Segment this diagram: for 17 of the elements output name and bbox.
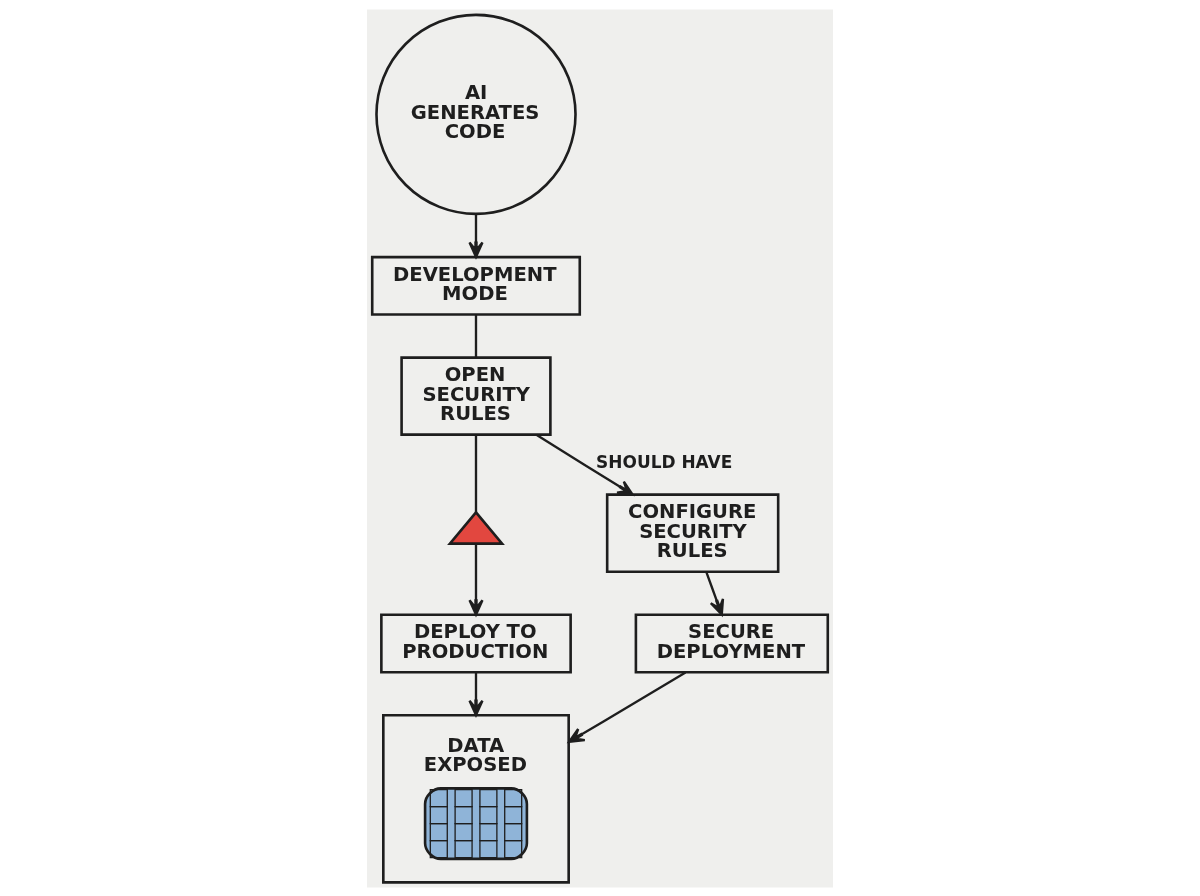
connector <box>474 434 478 512</box>
arrow <box>468 213 484 258</box>
node-box: DEPLOY TO PRODUCTION <box>380 612 572 673</box>
node-triangle <box>447 509 505 545</box>
arrow <box>468 543 484 616</box>
node-box: CONFIGURE SECURITY RULES <box>605 492 780 573</box>
node-box: DATA EXPOSED <box>382 713 570 884</box>
arrow <box>535 433 634 496</box>
connector <box>474 314 478 357</box>
arrow <box>567 670 687 743</box>
edge-label: SHOULD HAVE <box>596 451 733 472</box>
node-circle: AI GENERATES CODE <box>375 13 577 215</box>
node-box: OPEN SECURITY RULES <box>400 355 552 436</box>
node-box: SECURE DEPLOYMENT <box>634 612 830 673</box>
arrow <box>468 671 484 716</box>
arrow <box>705 571 725 616</box>
node-box: DEVELOPMENT MODE <box>370 255 582 316</box>
